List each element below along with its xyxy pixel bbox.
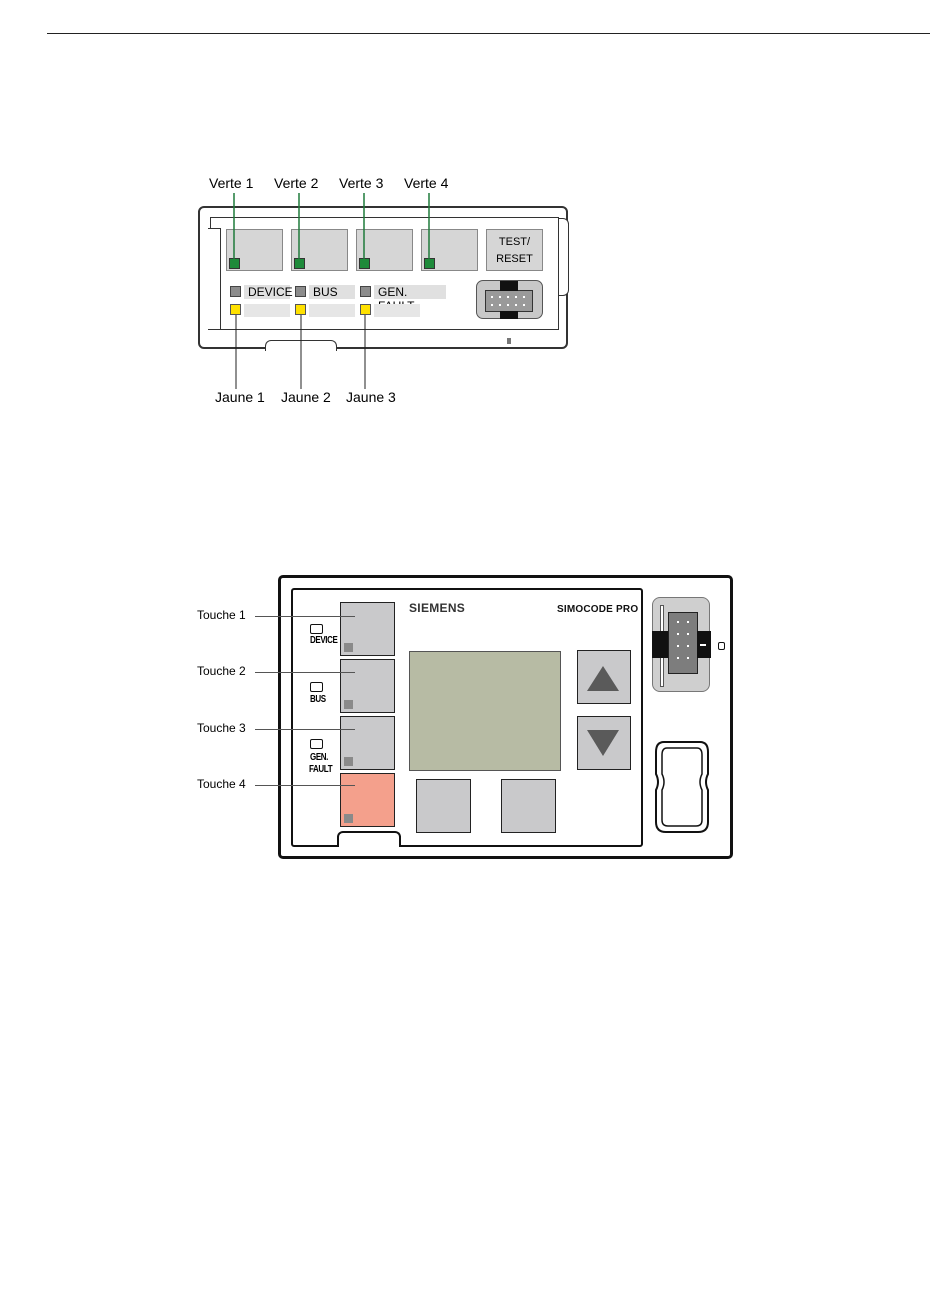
touche-2-key[interactable] — [340, 659, 395, 713]
simocode-connector-bar-left — [652, 631, 668, 658]
label-touche-3: Touche 3 — [197, 721, 246, 735]
touche-3-key[interactable] — [340, 716, 395, 770]
leader-touche-4 — [255, 785, 355, 786]
arrow-down-button[interactable] — [577, 716, 631, 770]
simocode-connector-pins — [668, 612, 698, 674]
mounting-cutout — [650, 738, 714, 838]
label-touche-1: Touche 1 — [197, 608, 246, 622]
soft-key-right[interactable] — [501, 779, 556, 833]
leader-touche-3 — [255, 729, 355, 730]
touche-4-key[interactable] — [340, 773, 395, 827]
lcd-display — [409, 651, 561, 771]
gen-led-label: GEN. — [310, 753, 328, 762]
soft-key-left[interactable] — [416, 779, 471, 833]
leader-touche-2 — [255, 672, 355, 673]
arrow-down-icon — [578, 717, 629, 768]
simocode-side-mark — [718, 642, 725, 650]
simocode-bottom-clip — [337, 831, 401, 847]
arrow-up-button[interactable] — [577, 650, 631, 704]
fault-led-label: FAULT — [309, 765, 332, 774]
bus-led — [310, 682, 323, 692]
brand-logo: SIEMENS — [409, 601, 465, 615]
device-led — [310, 624, 323, 634]
label-touche-4: Touche 4 — [197, 777, 246, 791]
simocode-connector-marker — [700, 644, 706, 646]
figure1-leader-lines — [0, 0, 950, 420]
touche-1-key[interactable] — [340, 602, 395, 656]
gen-fault-led — [310, 739, 323, 749]
model-name: SIMOCODE PRO — [557, 604, 638, 615]
bus-led-label: BUS — [310, 695, 326, 704]
label-jaune-2: Jaune 2 — [281, 389, 331, 405]
leader-touche-1 — [255, 616, 355, 617]
device-led-label: DEVICE — [310, 636, 337, 645]
label-jaune-3: Jaune 3 — [346, 389, 396, 405]
label-touche-2: Touche 2 — [197, 664, 246, 678]
arrow-up-icon — [578, 651, 629, 702]
label-jaune-1: Jaune 1 — [215, 389, 265, 405]
